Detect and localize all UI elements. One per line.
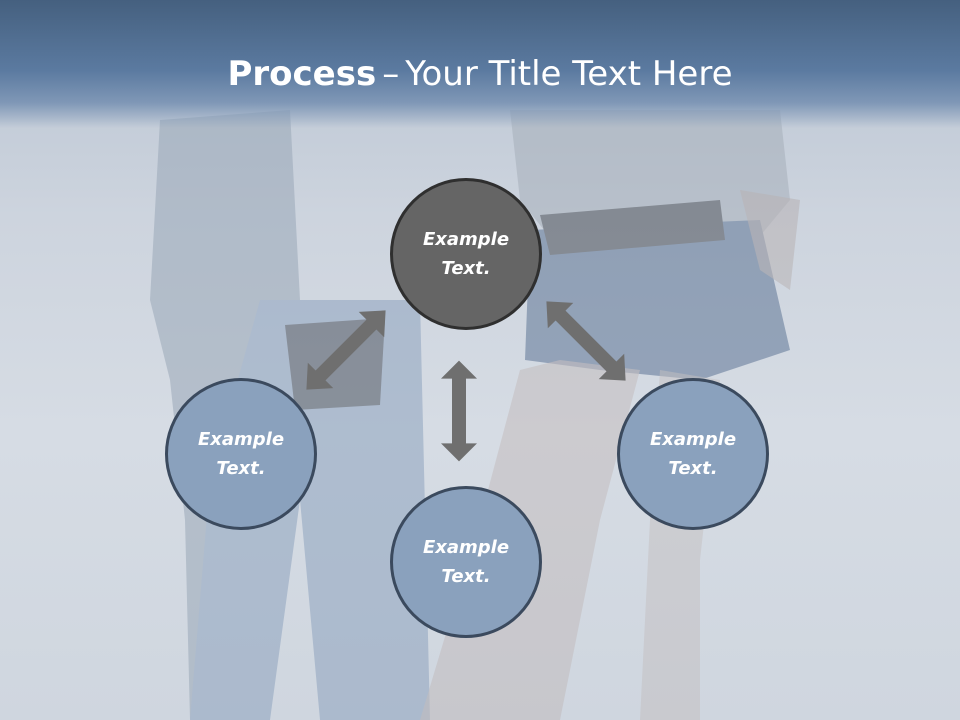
process-node-center[interactable]: Example Text. [390,178,542,330]
node-label-line1: Example [422,229,510,250]
node-label-line2: Text. [441,566,491,587]
node-label-line1: Example [422,537,510,558]
process-node-bottom[interactable]: Example Text. [390,486,542,638]
node-label: Example Text. [186,425,296,483]
process-node-right[interactable]: Example Text. [617,378,769,530]
node-label: Example Text. [411,225,521,283]
title-dash: – [382,54,400,94]
slide-title: Process–Your Title Text Here [0,52,960,96]
node-label-line2: Text. [668,458,718,479]
title-bold: Process [227,54,377,94]
node-label-line1: Example [649,429,737,450]
node-label-line2: Text. [441,258,491,279]
title-rest: Your Title Text Here [405,54,733,94]
process-node-left[interactable]: Example Text. [165,378,317,530]
node-label-line2: Text. [216,458,266,479]
node-label: Example Text. [411,533,521,591]
title-band [0,0,960,128]
node-label: Example Text. [638,425,748,483]
node-label-line1: Example [197,429,285,450]
